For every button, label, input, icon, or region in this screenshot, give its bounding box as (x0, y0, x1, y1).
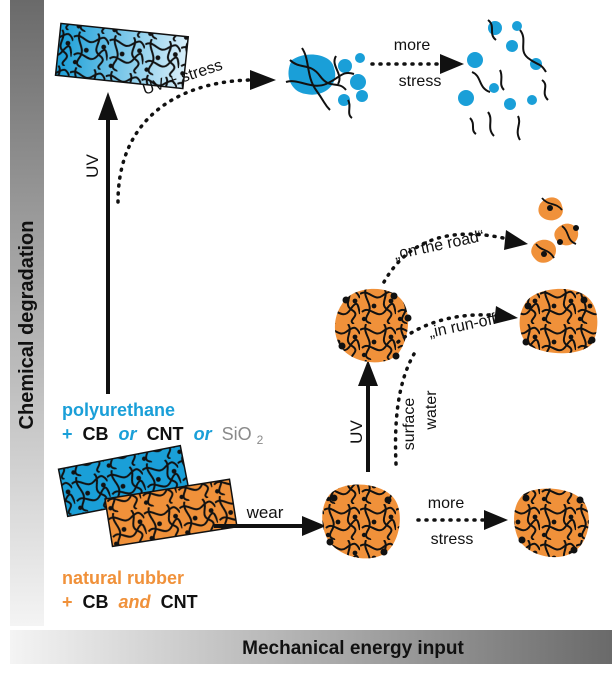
more-stress-top-label-1: more (394, 37, 431, 54)
more-stress-bottom-arrow: more stress (416, 495, 508, 548)
on-the-road-path: „on the road“ (382, 228, 528, 284)
natural-rubber-name: natural rubber (62, 568, 184, 588)
surface-label: surface (401, 398, 418, 451)
polyurethane-name: polyurethane (62, 400, 175, 420)
nr-plus: + (62, 592, 73, 612)
more-stress-top-label-2: stress (399, 73, 442, 90)
water-label: water (423, 390, 440, 431)
nr-cnt: CNT (161, 592, 198, 612)
y-axis-bar: Chemical degradation (10, 0, 44, 626)
in-run-off-path: „in run-off“ (396, 306, 518, 344)
more-stress-bottom-label-1: more (428, 495, 465, 512)
nr-cb: CB (83, 592, 109, 612)
pu-cb: CB (83, 424, 109, 444)
more-stress-top-arrow: more stress (370, 37, 464, 90)
wear-arrow: wear (214, 503, 326, 536)
tire-wear-particle-1 (322, 484, 400, 559)
tire-wear-particle-2 (514, 488, 589, 558)
y-axis-label: Chemical degradation (16, 221, 38, 430)
pu-cnt: CNT (147, 424, 184, 444)
weathered-particle (334, 288, 412, 363)
natural-rubber-label: natural rubber + CB and CNT (62, 568, 198, 612)
uv-arrow-left: UV (83, 92, 118, 394)
uv-middle-label: UV (347, 420, 366, 444)
x-axis-bar: Mechanical energy input (10, 630, 612, 664)
more-stress-bottom-label-2: stress (431, 531, 474, 548)
pu-plus: + (62, 424, 73, 444)
polyurethane-formula: + CB or CNT or SiO 2 (62, 424, 264, 447)
pu-sio2: SiO (222, 424, 252, 444)
pu-degraded-stage-2 (458, 19, 549, 141)
natural-rubber-formula: + CB and CNT (62, 592, 198, 612)
road-fragments (531, 197, 579, 263)
pu-composite-top (54, 22, 190, 90)
uv-arrow-middle: UV (347, 360, 378, 472)
pu-sio2-sub: 2 (257, 433, 264, 447)
wear-label: wear (246, 503, 284, 522)
nr-and: and (119, 592, 152, 612)
polyurethane-label: polyurethane + CB or CNT or SiO 2 (62, 400, 264, 447)
surface-water-path: surface water (393, 352, 440, 466)
rubber-composite-block (104, 478, 238, 548)
pu-or-1: or (119, 424, 138, 444)
pu-degraded-stage-1 (285, 47, 368, 119)
run-off-agglomerate (519, 288, 598, 354)
on-the-road-label: „on the road“ (392, 228, 485, 264)
pu-or-2: or (194, 424, 213, 444)
x-axis-label: Mechanical energy input (242, 638, 464, 659)
uv-left-label: UV (83, 154, 102, 178)
